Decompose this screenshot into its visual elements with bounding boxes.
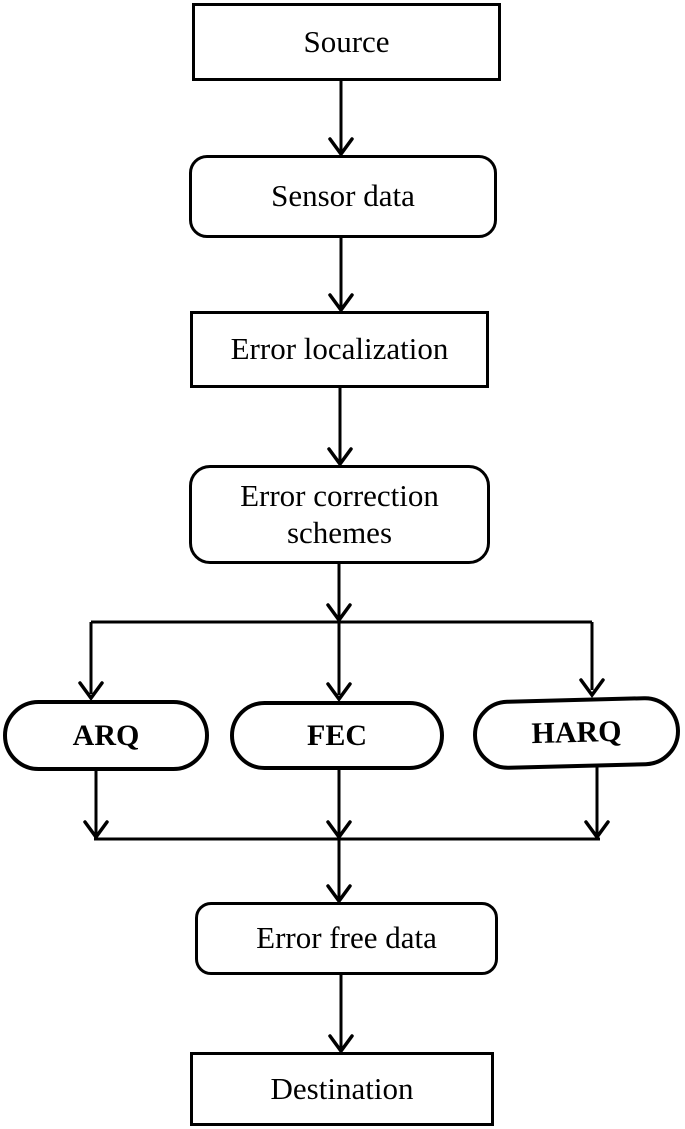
node-destination: Destination <box>190 1052 494 1126</box>
node-error-localization: Error localization <box>190 311 489 388</box>
node-destination-label: Destination <box>270 1070 414 1106</box>
arrowhead-icon <box>327 447 353 467</box>
arrowhead-icon <box>83 820 109 840</box>
arrowhead-icon <box>328 293 354 313</box>
node-fec: FEC <box>230 701 444 770</box>
node-sensor-data: Sensor data <box>189 155 497 238</box>
arrowhead-icon <box>584 820 610 840</box>
node-source-label: Source <box>303 23 390 59</box>
node-arq: ARQ <box>3 700 209 771</box>
arrowhead-icon <box>326 682 352 702</box>
arrowhead-icon <box>326 603 352 623</box>
node-arq-label: ARQ <box>72 718 140 752</box>
node-sensor-data-label: Sensor data <box>271 178 415 214</box>
arrowhead-icon <box>328 1034 354 1054</box>
node-fec-label: FEC <box>307 718 367 752</box>
node-error-localization-label: Error localization <box>230 331 449 367</box>
arrowhead-icon <box>579 678 605 698</box>
node-source: Source <box>192 3 501 81</box>
arrowhead-icon <box>78 681 104 701</box>
node-harq-label: HARQ <box>531 715 622 751</box>
arrowhead-icon <box>326 884 352 904</box>
node-error-correction-schemes: Error correction schemes <box>189 465 490 564</box>
node-error-free-data: Error free data <box>195 902 498 975</box>
node-error-free-data-label: Error free data <box>256 920 437 956</box>
node-harq: HARQ <box>472 695 681 771</box>
arrowhead-icon <box>326 820 352 840</box>
node-error-correction-schemes-label: Error correction schemes <box>240 477 439 550</box>
arrowhead-icon <box>328 137 354 157</box>
